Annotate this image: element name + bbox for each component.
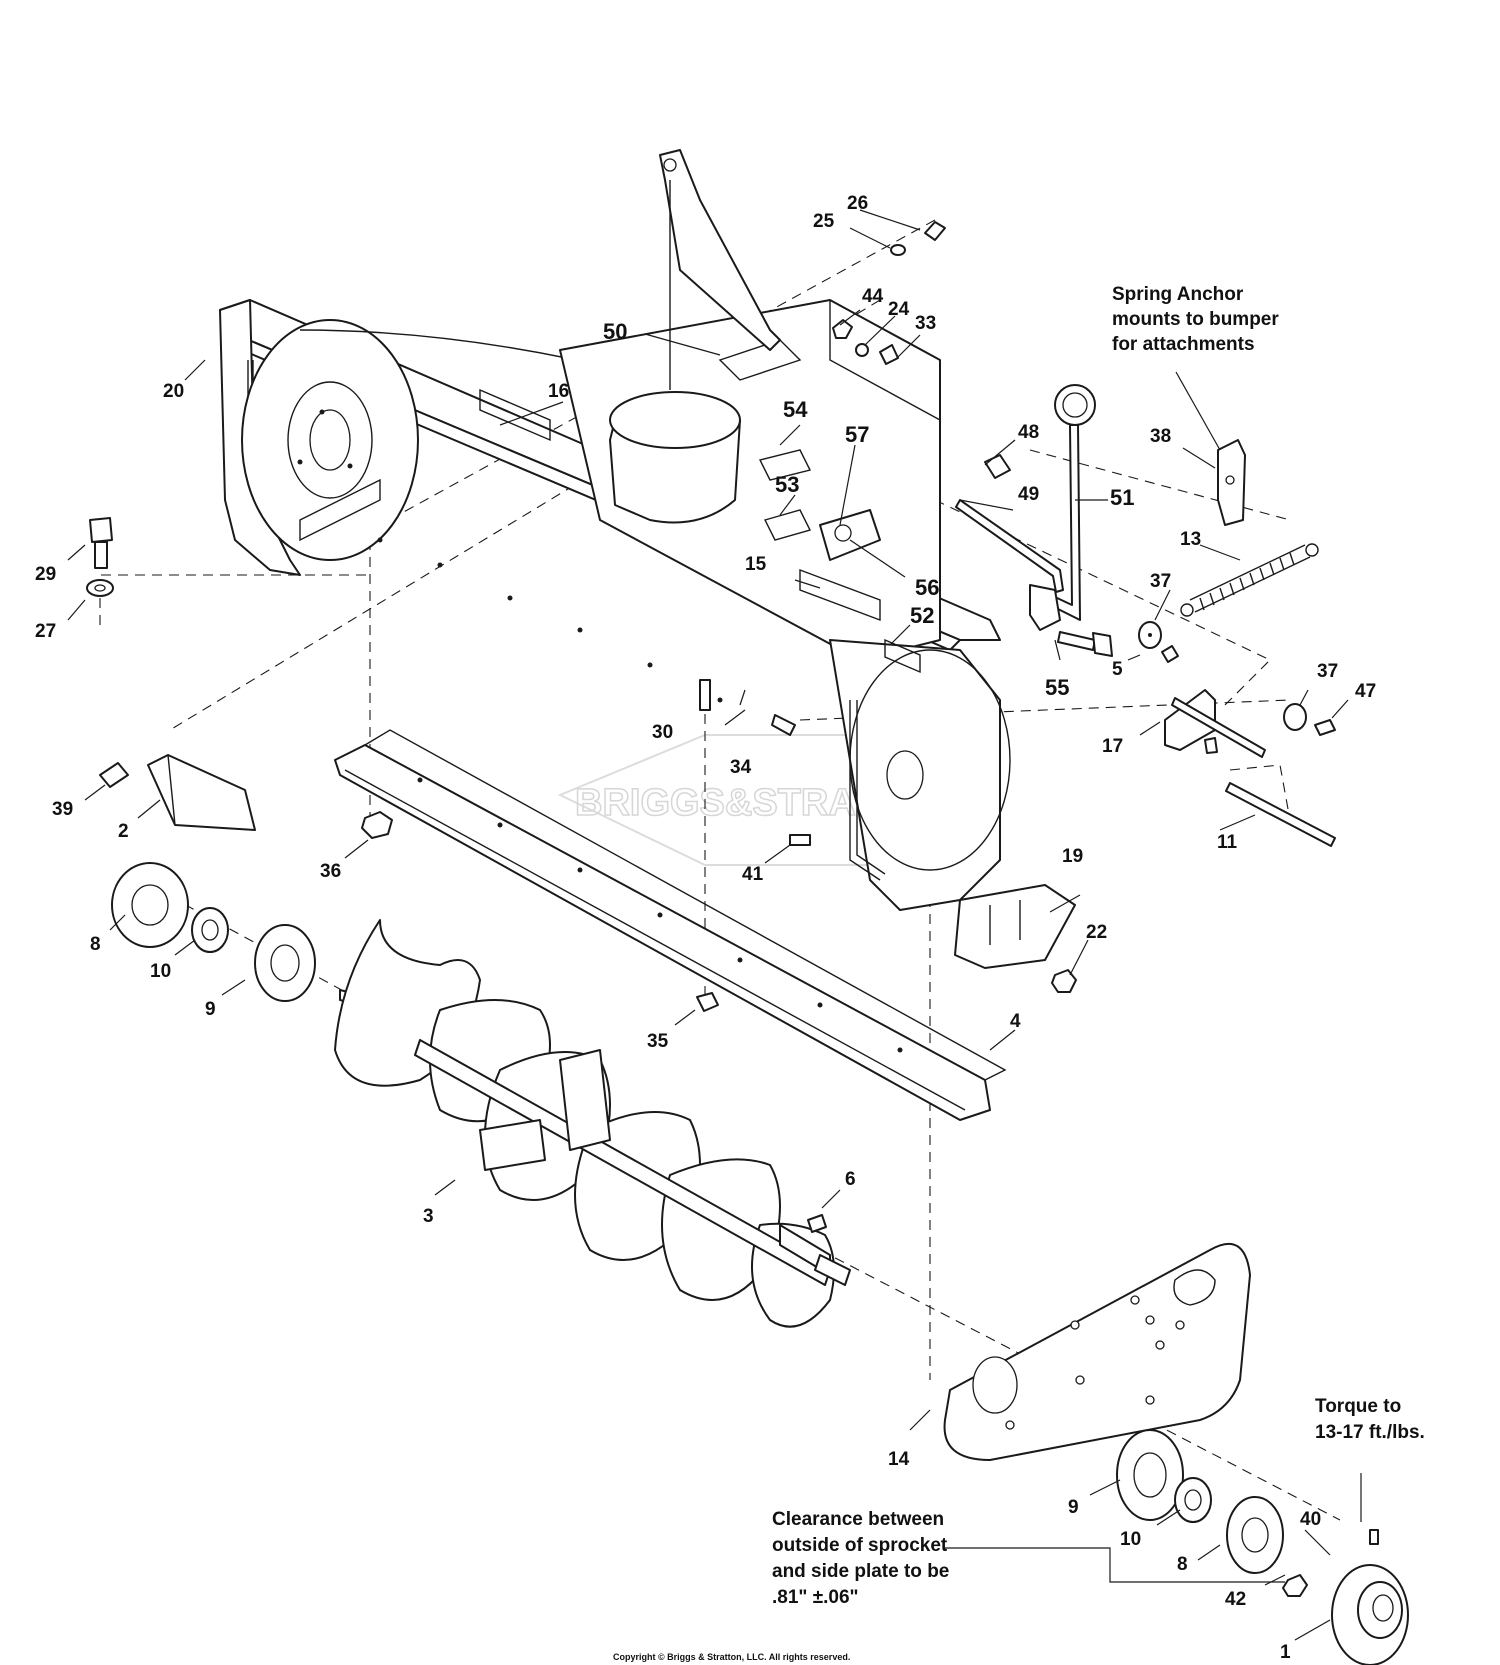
note-spring-anchor-line2: mounts to bumper xyxy=(1112,309,1279,330)
callout-14: 14 xyxy=(888,1449,910,1470)
callout-48: 48 xyxy=(1018,422,1039,443)
spring-anchor-group xyxy=(1138,439,1336,847)
note-clearance: Clearance between outside of sprocket an… xyxy=(772,1509,949,1608)
note-spring-anchor: Spring Anchor mounts to bumper for attac… xyxy=(1112,284,1279,355)
callout-2: 2 xyxy=(118,821,129,842)
callout-13: 13 xyxy=(1180,529,1201,550)
callout-16: 16 xyxy=(548,381,569,402)
callout-6: 6 xyxy=(845,1169,856,1190)
callout-25: 25 xyxy=(813,211,835,232)
note-clearance-line4: .81" ±.06" xyxy=(772,1587,859,1608)
callout-26: 26 xyxy=(847,193,868,214)
hardware-left xyxy=(86,517,393,1002)
callout-1: 1 xyxy=(1280,1642,1291,1663)
callout-38: 38 xyxy=(1150,426,1171,447)
callout-10b: 10 xyxy=(1120,1529,1141,1550)
callout-5: 5 xyxy=(1112,659,1123,680)
callout-9b: 9 xyxy=(1068,1497,1079,1518)
callout-55: 55 xyxy=(1045,675,1069,700)
callout-44: 44 xyxy=(862,286,884,307)
note-clearance-line2: outside of sprocket xyxy=(772,1535,948,1556)
callout-11: 11 xyxy=(1217,832,1238,853)
callout-40: 40 xyxy=(1300,1509,1321,1530)
callout-22: 22 xyxy=(1086,922,1107,943)
callout-54: 54 xyxy=(783,397,808,422)
note-clearance-line1: Clearance between xyxy=(772,1509,944,1530)
callout-42: 42 xyxy=(1225,1589,1246,1610)
note-torque-line1: Torque to xyxy=(1315,1396,1401,1417)
callout-24: 24 xyxy=(888,299,910,320)
callout-9a: 9 xyxy=(205,999,216,1020)
callouts: 1 2 3 4 5 6 8 8 9 9 10 10 11 13 14 15 16… xyxy=(35,193,1376,1663)
callout-4: 4 xyxy=(1010,1011,1021,1032)
side-plate xyxy=(943,1242,1251,1461)
callout-3: 3 xyxy=(423,1206,434,1227)
auger xyxy=(334,919,851,1328)
callout-41: 41 xyxy=(742,864,764,885)
callout-33: 33 xyxy=(915,313,936,334)
callout-47: 47 xyxy=(1355,681,1376,702)
note-spring-anchor-line1: Spring Anchor xyxy=(1112,284,1244,305)
callout-10a: 10 xyxy=(150,961,171,982)
note-clearance-line3: and side plate to be xyxy=(772,1561,949,1582)
leader-lines xyxy=(67,209,1362,1641)
note-torque-line2: 13-17 ft./lbs. xyxy=(1315,1422,1425,1443)
callout-35: 35 xyxy=(647,1031,669,1052)
callout-29: 29 xyxy=(35,564,56,585)
copyright-text: Copyright © Briggs & Stratton, LLC. All … xyxy=(613,1652,850,1662)
callout-20: 20 xyxy=(163,381,184,402)
callout-52: 52 xyxy=(910,603,934,628)
note-spring-anchor-line3: for attachments xyxy=(1112,334,1255,355)
callout-19: 19 xyxy=(1062,846,1083,867)
callout-27: 27 xyxy=(35,621,56,642)
callout-17: 17 xyxy=(1102,736,1123,757)
scraper-bar xyxy=(334,679,1077,1121)
callout-37a: 37 xyxy=(1150,571,1171,592)
callout-53: 53 xyxy=(775,472,799,497)
callout-50: 50 xyxy=(603,319,627,344)
callout-36: 36 xyxy=(320,861,341,882)
callout-8b: 8 xyxy=(1177,1554,1188,1575)
callout-39: 39 xyxy=(52,799,73,820)
callout-15: 15 xyxy=(745,554,767,575)
note-torque: Torque to 13-17 ft./lbs. xyxy=(1315,1396,1425,1443)
callout-57: 57 xyxy=(845,422,869,447)
callout-51: 51 xyxy=(1110,485,1134,510)
callout-8a: 8 xyxy=(90,934,101,955)
callout-30: 30 xyxy=(652,722,673,743)
callout-56: 56 xyxy=(915,575,939,600)
hardware-right xyxy=(1116,1429,1409,1665)
callout-37b: 37 xyxy=(1317,661,1338,682)
hardware-top xyxy=(832,221,1113,657)
callout-49: 49 xyxy=(1018,484,1039,505)
auger-housing xyxy=(219,149,1011,911)
callout-34: 34 xyxy=(730,757,752,778)
